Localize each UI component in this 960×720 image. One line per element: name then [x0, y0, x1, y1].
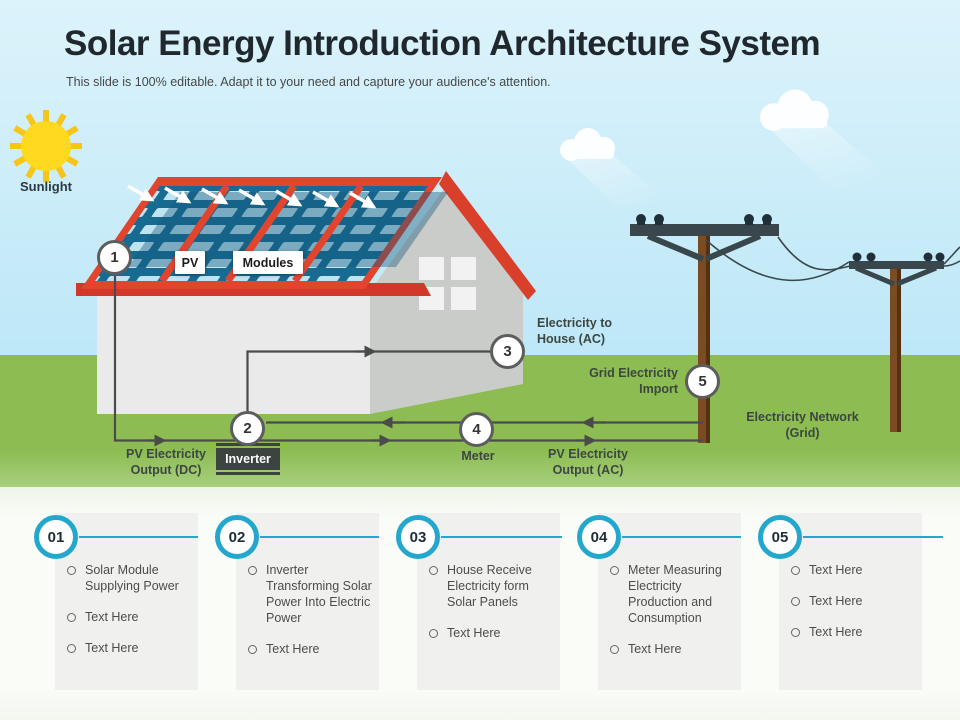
sunray-arrows-icon	[127, 184, 377, 209]
bullet-icon	[67, 612, 76, 622]
list-item: Text Here	[610, 641, 734, 657]
grid-electricity-import-label: Grid Electricity Import	[589, 366, 678, 396]
step-connector-4	[622, 536, 741, 538]
power-lines	[705, 236, 960, 282]
bullet-icon	[248, 644, 257, 654]
insulator-icon	[852, 252, 945, 262]
bullet-icon	[610, 565, 619, 575]
sun-icon	[10, 110, 82, 182]
cloud-icon	[760, 89, 903, 190]
inverter-label: Inverter	[216, 443, 280, 475]
list-item: Text Here	[429, 625, 553, 641]
step-items-2: Inverter Transforming Solar Power Into E…	[248, 562, 372, 672]
step-card-1	[55, 513, 198, 690]
list-item: House Receive Electricity form Solar Pan…	[429, 562, 553, 610]
list-item: Text Here	[791, 562, 915, 578]
modules-label: Modules	[233, 251, 303, 274]
bullet-icon	[791, 627, 800, 637]
bullet-icon	[791, 565, 800, 575]
window-icon	[419, 257, 476, 310]
list-item: Text Here	[791, 593, 915, 609]
flow-marker-3: 3	[490, 334, 525, 369]
front-wall	[97, 293, 370, 414]
electricity-network-label: Electricity Network (Grid)	[746, 410, 859, 440]
house	[76, 171, 536, 414]
bullet-icon	[610, 644, 619, 654]
step-card-5	[779, 513, 922, 690]
step-connector-2	[260, 536, 379, 538]
list-item: Text Here	[248, 641, 372, 657]
gable-roof	[439, 171, 536, 300]
step-connector-3	[441, 536, 562, 538]
list-item: Inverter Transforming Solar Power Into E…	[248, 562, 372, 626]
step-card-2	[236, 513, 379, 690]
step-items-3: House Receive Electricity form Solar Pan…	[429, 562, 553, 656]
flow-arrows	[146, 345, 606, 447]
step-card-4	[598, 513, 741, 690]
list-item: Meter Measuring Electricity Production a…	[610, 562, 734, 626]
step-items-5: Text Here Text Here Text Here	[791, 562, 915, 655]
flow-marker-1: 1	[97, 240, 132, 275]
flow-marker-4: 4	[459, 412, 494, 447]
page-subtitle: This slide is 100% editable. Adapt it to…	[66, 75, 551, 89]
electricity-to-house-label: Electricity to House (AC)	[537, 316, 613, 346]
inverter-bottom-bar	[216, 472, 280, 475]
bullet-icon	[791, 596, 800, 606]
flow-marker-5: 5	[685, 364, 720, 399]
bullet-icon	[67, 643, 76, 653]
step-items-1: Solar Module Supplying Power Text Here T…	[67, 562, 191, 671]
step-items-4: Meter Measuring Electricity Production a…	[610, 562, 734, 672]
list-item: Text Here	[791, 624, 915, 640]
list-item: Text Here	[67, 640, 191, 656]
bullet-icon	[429, 565, 438, 575]
list-item: Text Here	[67, 609, 191, 625]
step-number-3: 03	[396, 515, 440, 559]
pv-output-dc-label: PV Electricity Output (DC)	[126, 447, 206, 477]
pv-output-ac-label: PV Electricity Output (AC)	[548, 447, 628, 477]
step-number-2: 02	[215, 515, 259, 559]
pv-label: PV	[175, 251, 205, 274]
step-number-5: 05	[758, 515, 802, 559]
sunlight-label: Sunlight	[20, 179, 72, 194]
step-connector-5	[803, 536, 943, 538]
list-item: Solar Module Supplying Power	[67, 562, 191, 594]
bullet-icon	[67, 565, 76, 575]
cloud-icon	[560, 128, 674, 208]
step-connector-1	[79, 536, 198, 538]
insulator-icon	[636, 214, 772, 225]
flow-marker-2: 2	[230, 411, 265, 446]
bullet-icon	[429, 628, 438, 638]
power-pole	[849, 252, 945, 432]
meter-label: Meter	[461, 449, 495, 463]
step-card-3	[417, 513, 560, 690]
step-number-1: 01	[34, 515, 78, 559]
page-title: Solar Energy Introduction Architecture S…	[64, 24, 821, 63]
bullet-icon	[248, 565, 257, 575]
step-number-4: 04	[577, 515, 621, 559]
